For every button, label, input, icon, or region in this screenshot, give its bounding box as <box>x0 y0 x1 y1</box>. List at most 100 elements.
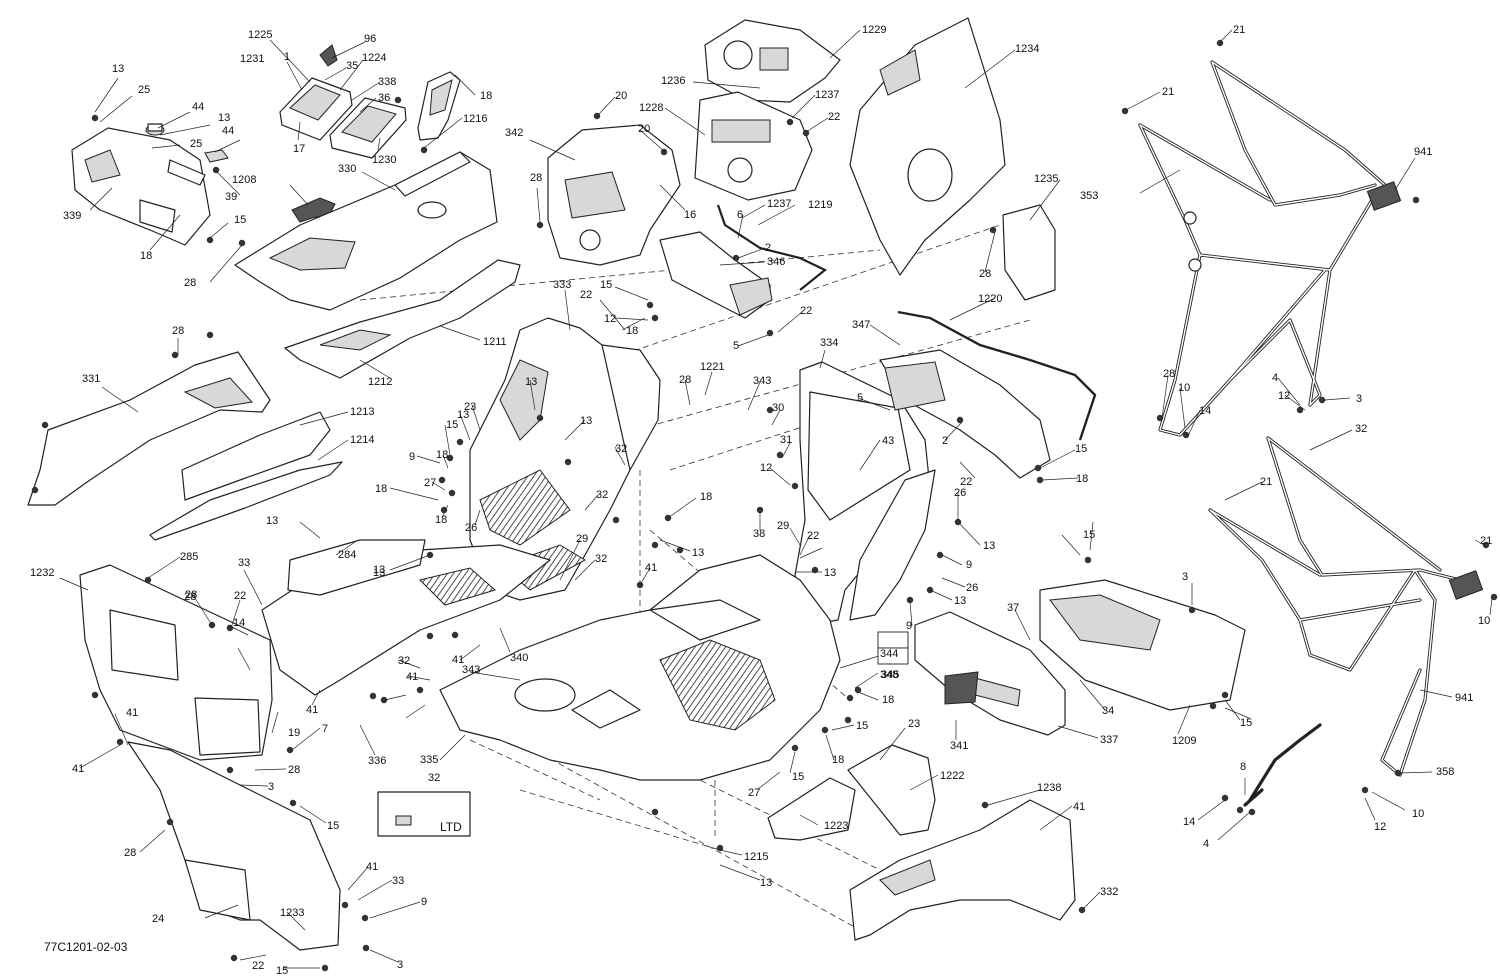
callout-label: 5 <box>733 340 739 352</box>
callout-label: 18 <box>700 491 712 503</box>
callout-label: 343 <box>753 375 771 387</box>
callout-label: 10 <box>1412 808 1424 820</box>
callout-label: 14 <box>1199 405 1211 417</box>
callout-label: 29 <box>576 533 588 545</box>
callout-label: 41 <box>126 707 138 719</box>
center-console-330 <box>234 151 498 311</box>
callout-label: 22 <box>252 960 264 972</box>
panel-1235 <box>1002 204 1056 301</box>
callout-label: 941 <box>1455 692 1473 704</box>
callout-label: 9 <box>421 896 427 908</box>
callout-label: 330 <box>338 163 356 175</box>
callout-label: 26 <box>966 582 978 594</box>
side-panel-331 <box>27 351 271 506</box>
fasteners <box>31 39 1498 972</box>
callout-label: 33 <box>238 557 250 569</box>
callout-label: 13 <box>112 63 124 75</box>
callout-label: 24 <box>152 913 164 925</box>
callout-label: 1212 <box>368 376 392 388</box>
left-footwell-333 <box>469 317 661 601</box>
callout-label: 28 <box>679 374 691 386</box>
callout-label: 17 <box>293 143 305 155</box>
callout-label: 30 <box>772 402 784 414</box>
callout-label: 28 <box>184 277 196 289</box>
side-cover-right <box>849 469 936 621</box>
right-footwell-334 <box>794 361 931 626</box>
callout-label: 19 <box>288 727 300 739</box>
callout-label: 18 <box>140 250 152 262</box>
callout-label: 27 <box>748 787 760 799</box>
callout-label: 2 <box>942 435 948 447</box>
kit-label-ltd: LTD <box>440 820 462 834</box>
callout-label: 342 <box>505 127 523 139</box>
roll-cage-upper-353 <box>1138 60 1402 437</box>
callout-label: 13 <box>760 877 772 889</box>
callout-label: 15 <box>856 720 868 732</box>
rear-cover-341 <box>914 611 1066 736</box>
callout-label: 14 <box>1183 816 1195 828</box>
callout-label: 18 <box>436 449 448 461</box>
callout-label: 44 <box>192 101 204 113</box>
callout-label: 28 <box>979 268 991 280</box>
callout-label: 15 <box>1240 717 1252 729</box>
callout-label: 3 <box>1356 393 1362 405</box>
dashboard-342 <box>547 124 681 266</box>
trim-pieces-1222-1223-1215 <box>767 744 936 841</box>
callout-label: 13 <box>983 540 995 552</box>
callout-label: 12 <box>604 313 616 325</box>
callout-label: 20 <box>615 90 627 102</box>
callout-label: 3 <box>397 959 403 971</box>
floor-tunnel <box>261 539 551 696</box>
callout-label: 1221 <box>700 361 724 373</box>
callout-label: 345 <box>881 669 899 681</box>
callout-label: 12 <box>1278 390 1290 402</box>
callout-label: 25 <box>190 138 202 150</box>
callout-label: 34 <box>1102 705 1114 717</box>
callout-label: 1230 <box>372 154 396 166</box>
figure-code: 77C1201-02-03 <box>44 940 128 954</box>
callout-label: 18 <box>1076 473 1088 485</box>
brace-346 <box>659 231 773 319</box>
callout-label: 44 <box>222 125 234 137</box>
callout-label: 28 <box>1163 368 1175 380</box>
rear-fender-332 <box>849 799 1076 941</box>
callout-label: 28 <box>124 847 136 859</box>
callout-label: 32 <box>398 655 410 667</box>
callout-label: 941 <box>1414 146 1432 158</box>
callout-label: 4 <box>1272 372 1278 384</box>
callout-label: 21 <box>1162 86 1174 98</box>
panel-347 <box>879 349 1051 479</box>
callout-label: 10 <box>1178 382 1190 394</box>
callout-label: 18 <box>435 514 447 526</box>
callout-label: 26 <box>465 522 477 534</box>
callout-label: 339 <box>63 210 81 222</box>
handle-338 <box>417 71 461 141</box>
callout-label: 344 <box>880 648 898 660</box>
callout-label: 21 <box>1480 535 1492 547</box>
cable-1219 <box>716 204 828 291</box>
callout-label: 1215 <box>744 851 768 863</box>
callout-label: 28 <box>530 172 542 184</box>
callout-label: 18 <box>480 90 492 102</box>
callout-label: 346 <box>767 256 785 268</box>
callout-label: 1211 <box>483 336 507 348</box>
callout-label: 37 <box>1007 602 1019 614</box>
callout-label: 27 <box>424 477 436 489</box>
callout-label: 13 <box>824 567 836 579</box>
callout-label: 38 <box>753 528 765 540</box>
callout-label: 1 <box>284 51 290 63</box>
callout-label: 32 <box>428 772 440 784</box>
callout-label: 335 <box>420 754 438 766</box>
callout-label: 6 <box>737 209 743 221</box>
callout-label: 13 <box>692 547 704 559</box>
callout-label: 22 <box>807 530 819 542</box>
callout-label: 4 <box>1203 838 1209 850</box>
callout-label: 23 <box>908 718 920 730</box>
callout-label: 7 <box>322 723 328 735</box>
callout-label: 336 <box>368 755 386 767</box>
callout-label: 5 <box>857 392 863 404</box>
roll-cage-lower-358 <box>1208 436 1484 807</box>
callout-label: 1222 <box>940 770 964 782</box>
callout-label: 358 <box>1436 766 1454 778</box>
callout-label: 15 <box>327 820 339 832</box>
